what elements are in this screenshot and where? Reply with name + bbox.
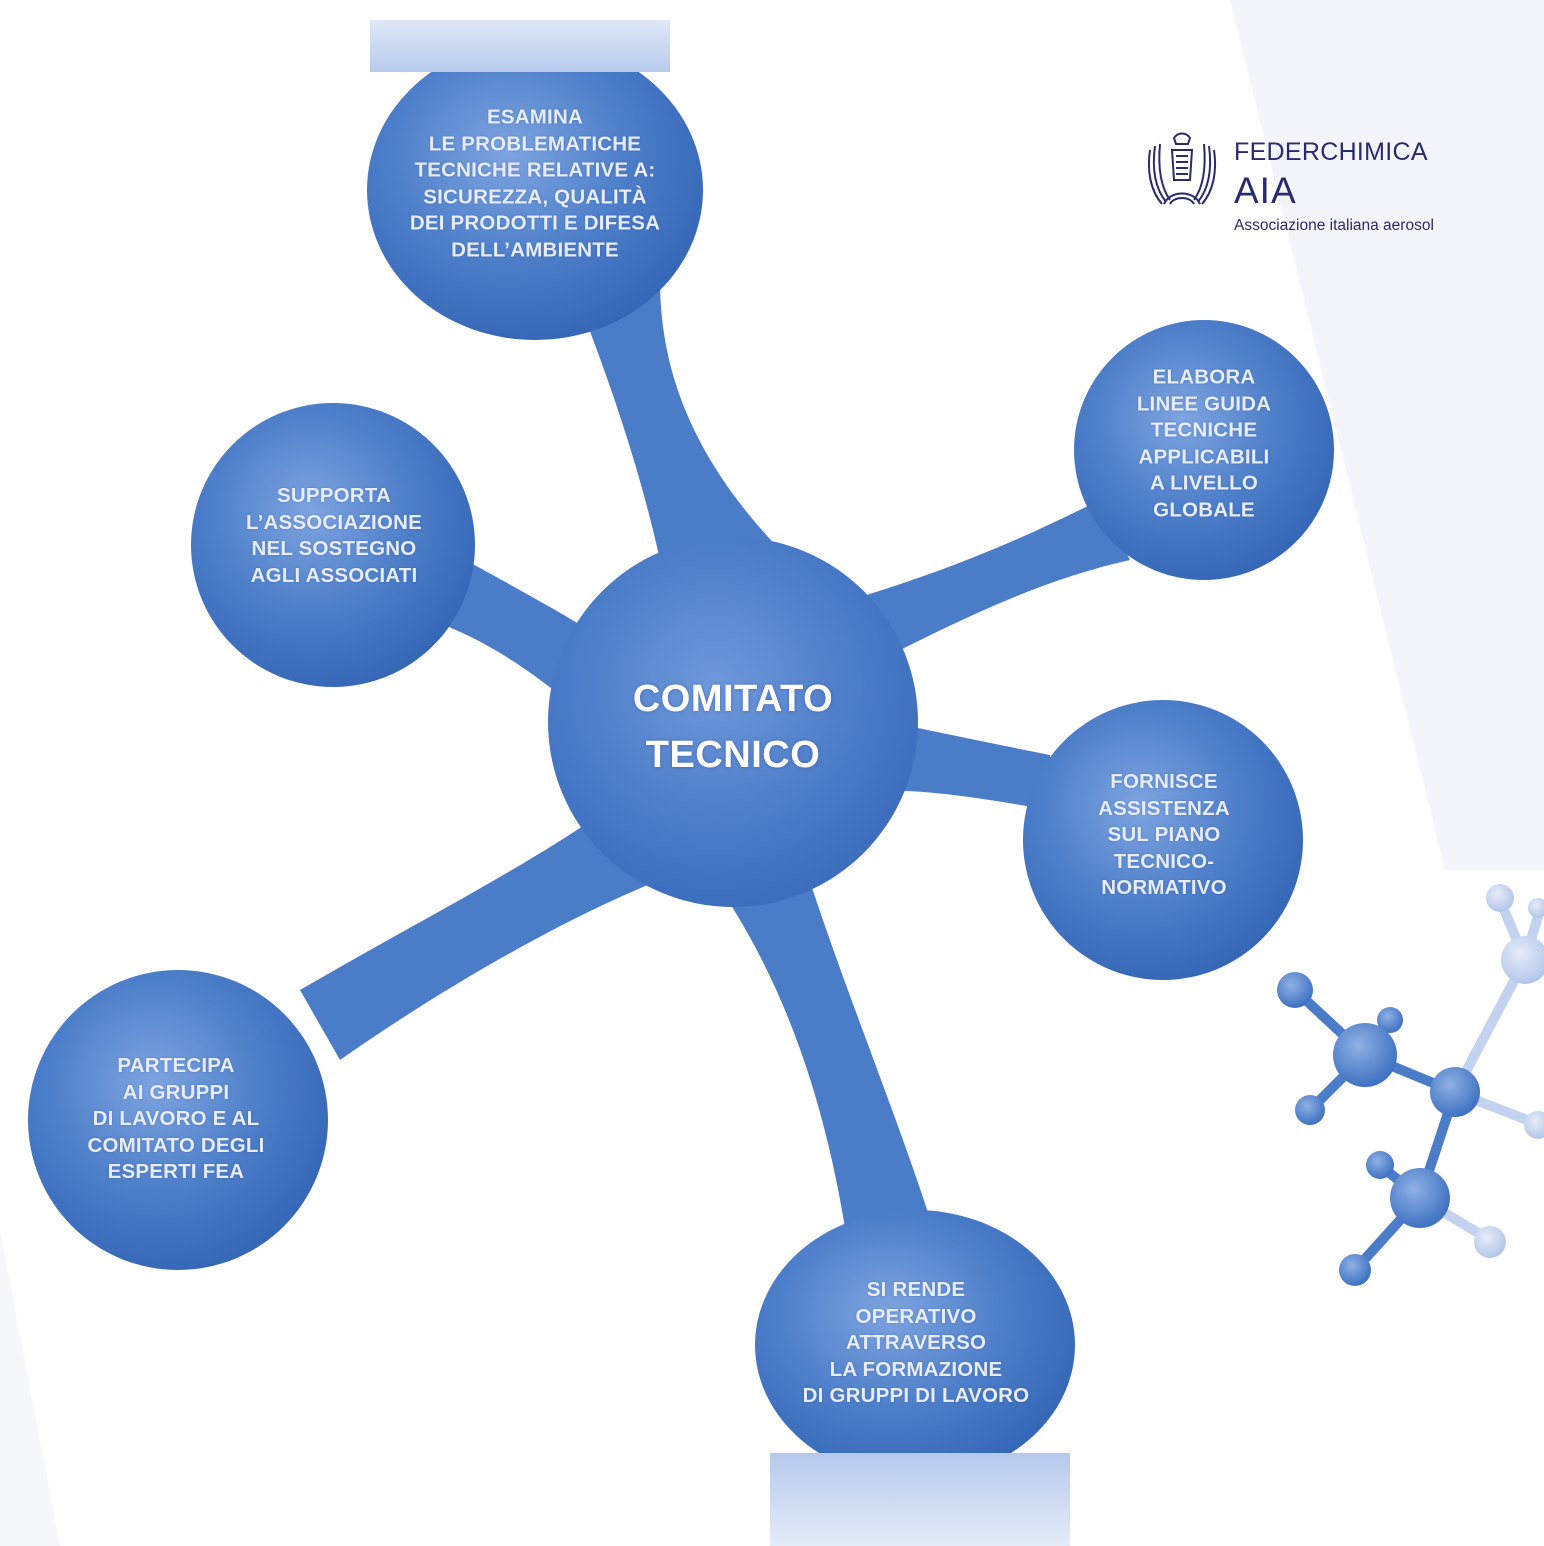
federchimica-aia-logo: FEDERCHIMICA AIA Associazione italiana a… (1142, 130, 1462, 240)
decorative-molecule (1277, 884, 1544, 1286)
node-supporta (191, 403, 475, 687)
text-line: PARTECIPA (117, 1053, 235, 1077)
node-si-rende-text: SI RENDE OPERATIVO ATTRAVERSO LA FORMAZI… (803, 1277, 1030, 1410)
text-line: AI GRUPPI (122, 1080, 230, 1104)
text-line: ESPERTI FEA (107, 1159, 245, 1183)
text-line: NEL SOSTEGNO (251, 537, 417, 560)
text-line: TECNICHE (1150, 418, 1258, 442)
text-line: SI RENDE (866, 1277, 966, 1301)
text-line: OPERATIVO (855, 1304, 977, 1328)
logo-acronym: AIA (1234, 170, 1297, 211)
logo-tagline: Associazione italiana aerosol (1234, 217, 1434, 234)
text-line: SICUREZZA, QUALITÀ (423, 185, 647, 208)
text-line: ASSISTENZA (1098, 796, 1230, 820)
text-line: LE PROBLEMATICHE (428, 132, 642, 155)
text-line: AGLI ASSOCIATI (250, 563, 418, 587)
text-line: DEI PRODOTTI E DIFESA (409, 211, 661, 235)
text-line: SUL PIANO (1107, 822, 1221, 846)
background-panel (0, 1230, 60, 1546)
node-esamina-fade (370, 20, 670, 72)
node-partecipa-text: PARTECIPA AI GRUPPI DI LAVORO E AL COMIT… (87, 1053, 264, 1186)
center-title-line-1: COMITATO (632, 678, 834, 720)
text-line: GLOBALE (1153, 498, 1255, 521)
node-esamina (367, 40, 703, 340)
text-line: DI GRUPPI DI LAVORO (802, 1383, 1030, 1407)
node-esamina-text: ESAMINA LE PROBLEMATICHE TECNICHE RELATI… (410, 105, 660, 264)
text-line: ESAMINA (487, 105, 583, 129)
text-line: ATTRAVERSO (845, 1330, 987, 1354)
text-line: SUPPORTA (277, 484, 391, 507)
text-line: NORMATIVO (1101, 875, 1227, 899)
node-si-rende (755, 1210, 1075, 1480)
center-title: COMITATO TECNICO (633, 671, 833, 783)
text-line: APPLICABILI (1138, 445, 1270, 468)
text-line: TECNICHE RELATIVE A: (414, 158, 656, 182)
text-line: DELL’AMBIENTE (451, 238, 619, 261)
text-line: TECNICO- (1113, 849, 1215, 873)
eagle-emblem-icon (1147, 132, 1217, 205)
text-line: LA FORMAZIONE (829, 1357, 1003, 1381)
text-line: DI LAVORO E AL (92, 1106, 260, 1130)
node-si-rende-fade (770, 1453, 1070, 1546)
text-line: COMITATO DEGLI (87, 1133, 265, 1157)
node-elabora-text: ELABORA LINEE GUIDA TECNICHE APPLICABILI… (1137, 365, 1271, 524)
text-line: A LIVELLO (1149, 471, 1259, 495)
text-line: FORNISCE (1110, 769, 1218, 793)
node-partecipa (28, 970, 328, 1270)
node-supporta-text: SUPPORTA L’ASSOCIAZIONE NEL SOSTEGNO AGL… (246, 483, 422, 589)
background-panel (1230, 0, 1544, 870)
node-fornisce (1023, 700, 1303, 980)
center-node (548, 537, 918, 907)
text-line: L’ASSOCIAZIONE (246, 510, 422, 534)
node-fornisce-text: FORNISCE ASSISTENZA SUL PIANO TECNICO- N… (1098, 769, 1230, 902)
text-line: ELABORA (1152, 365, 1256, 389)
center-title-line-2: TECNICO (645, 734, 821, 776)
text-line: LINEE GUIDA (1136, 392, 1272, 415)
node-elabora (1074, 320, 1334, 580)
logo-brand: FEDERCHIMICA (1234, 138, 1428, 166)
